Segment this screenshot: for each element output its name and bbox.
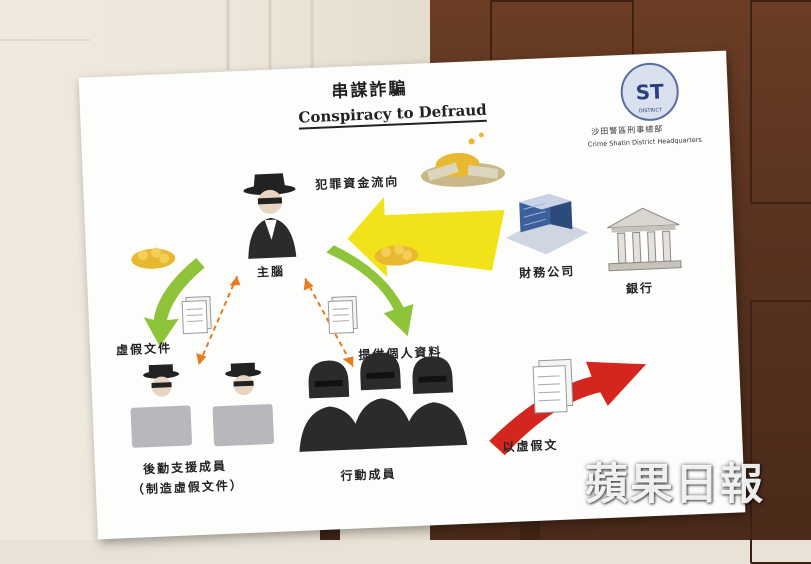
green-arrow-left <box>143 258 205 347</box>
label-money-flow: 犯罪資金流向 <box>315 174 400 192</box>
district-logo-icon: ST DISTRICT <box>620 62 679 121</box>
wall-panels <box>0 0 314 70</box>
green-arrow-right <box>326 245 414 337</box>
money-pile-icon <box>421 132 505 187</box>
coins-icon <box>131 247 176 269</box>
documents-icon <box>327 295 358 335</box>
label-mastermind: 主腦 <box>256 264 286 280</box>
label-finance-company: 財務公司 <box>518 264 576 281</box>
red-arrow <box>489 361 647 456</box>
coins-icon <box>374 244 419 266</box>
bank-icon <box>607 207 682 272</box>
logo-subtext: DISTRICT <box>639 107 663 114</box>
logo-text: ST <box>635 79 664 104</box>
building-icon <box>505 194 589 255</box>
label-bank: 銀行 <box>625 280 655 297</box>
action-member-icon <box>299 352 468 452</box>
label-apply-with-fake-docs: 以虛假文 <box>502 438 559 455</box>
label-action-members: 行動成員 <box>340 466 397 484</box>
title-chinese: 串謀詐騙 <box>331 79 408 103</box>
yellow-money-arrow <box>347 197 505 278</box>
dashed-link-left <box>197 275 238 366</box>
documents-icon <box>181 295 212 335</box>
documents-icon <box>532 358 574 414</box>
support-member-icon <box>130 362 274 448</box>
label-fake-documents: 虛假文件 <box>115 341 173 358</box>
poster-board: 串謀詐騙 Conspiracy to Defraud ST DISTRICT 沙… <box>78 50 746 540</box>
label-support-members: 後勤支援成員 <box>142 458 228 477</box>
newspaper-watermark: 蘋果日報 <box>585 460 765 510</box>
dashed-link-right <box>304 277 354 368</box>
mastermind-icon <box>243 173 297 259</box>
